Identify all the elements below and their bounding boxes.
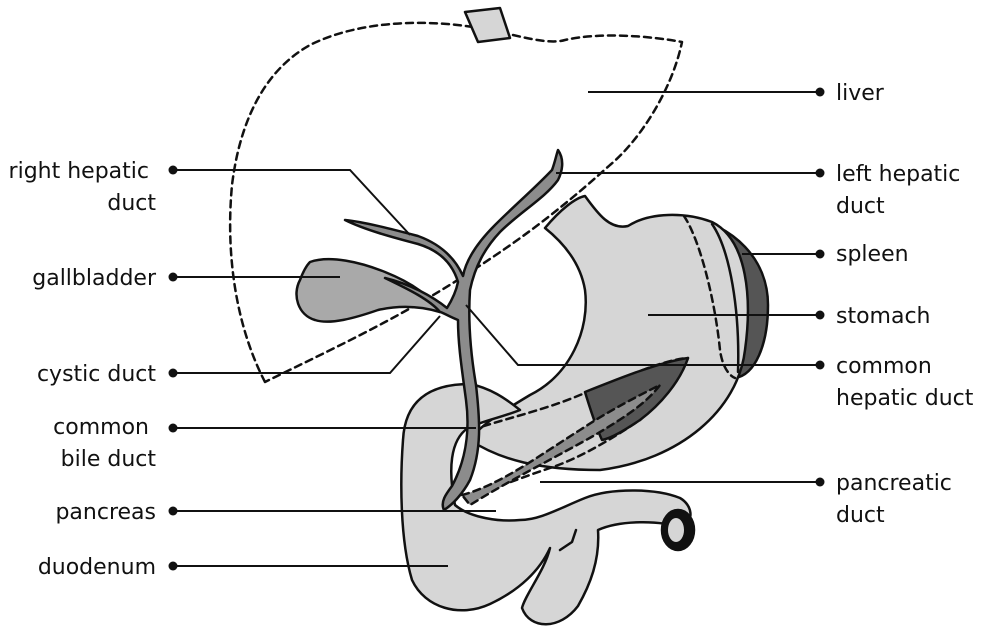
label-right-hepatic-duct-line2: duct <box>107 191 156 216</box>
dot-duodenum <box>169 562 178 571</box>
label-left-hepatic-duct-line2: duct <box>836 194 885 219</box>
label-common-hepatic-duct-line2: hepatic duct <box>836 386 974 411</box>
dot-gallbladder <box>169 273 178 282</box>
dot-spleen <box>816 250 825 259</box>
dot-cystic-duct <box>169 369 178 378</box>
label-pancreatic-duct: pancreatic duct <box>836 471 959 528</box>
label-right-hepatic-duct-line1: right hepatic <box>9 159 149 184</box>
label-duodenum: duodenum <box>38 555 156 580</box>
dot-liver <box>816 88 825 97</box>
intestine-opening-inner <box>668 518 684 542</box>
dot-pancreatic-duct <box>816 478 825 487</box>
label-spleen: spleen <box>836 242 909 267</box>
dot-pancreas <box>169 507 178 516</box>
leader-cystic-duct <box>175 316 440 373</box>
label-liver: liver <box>836 81 885 106</box>
label-left-hepatic-duct-line1: left hepatic <box>836 162 960 187</box>
label-common-bile-duct-line1: common <box>53 415 149 440</box>
dot-common-bile-duct <box>169 424 178 433</box>
label-common-bile-duct: common bile duct <box>53 415 156 472</box>
vessel-stub <box>465 8 510 42</box>
label-pancreas: pancreas <box>55 500 156 525</box>
label-common-hepatic-duct: common hepatic duct <box>836 354 974 411</box>
label-pancreatic-duct-line2: duct <box>836 503 885 528</box>
label-left-hepatic-duct: left hepatic duct <box>836 162 967 219</box>
label-cystic-duct: cystic duct <box>37 362 156 387</box>
label-common-bile-duct-line2: bile duct <box>61 447 157 472</box>
dot-stomach <box>816 311 825 320</box>
dot-right-hepatic-duct <box>169 166 178 175</box>
label-stomach: stomach <box>836 304 931 329</box>
label-pancreatic-duct-line1: pancreatic <box>836 471 952 496</box>
label-gallbladder: gallbladder <box>32 266 157 291</box>
label-common-hepatic-duct-line1: common <box>836 354 932 379</box>
label-right-hepatic-duct: right hepatic duct <box>9 159 157 216</box>
dot-left-hepatic-duct <box>816 169 825 178</box>
dot-common-hepatic-duct <box>816 361 825 370</box>
